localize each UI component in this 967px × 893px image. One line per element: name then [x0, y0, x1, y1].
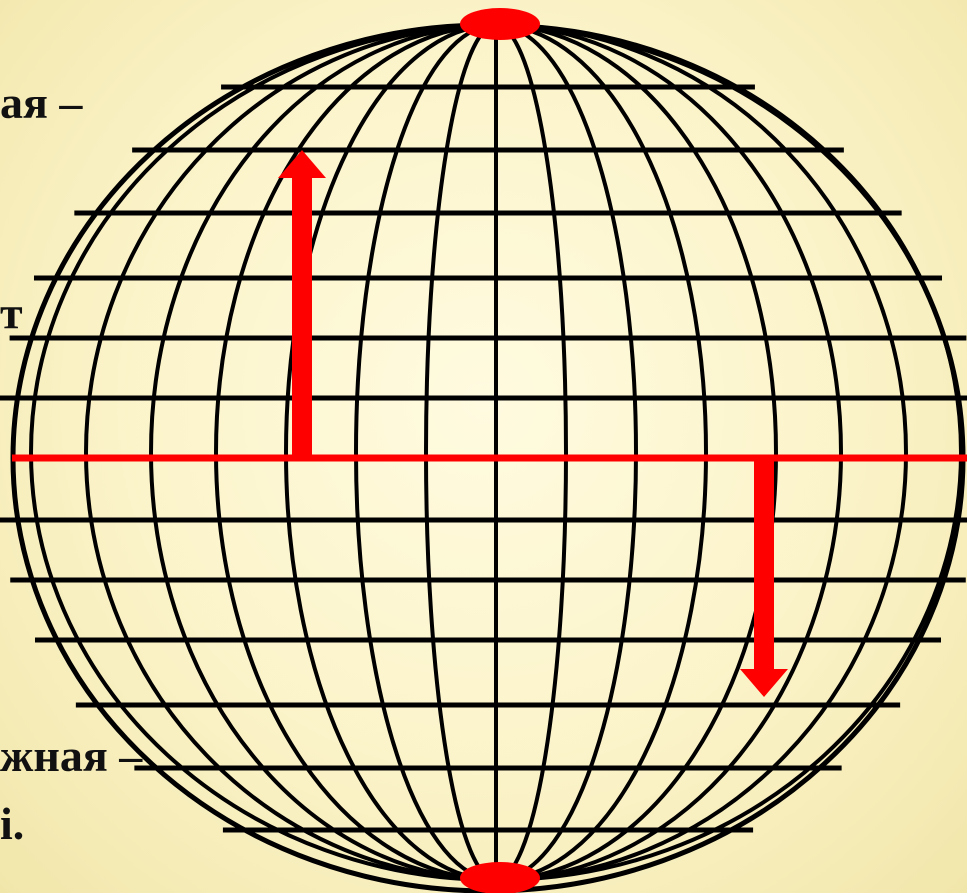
meridians-group [31, 25, 961, 880]
south-pole-marker [460, 862, 540, 893]
meridian-line [496, 25, 906, 880]
arrow-head [278, 150, 326, 178]
meridian-line [426, 25, 496, 880]
meridian-line [286, 25, 496, 880]
meridian-line [496, 25, 566, 880]
north-pole-marker [460, 8, 540, 40]
meridian-line [496, 25, 706, 880]
